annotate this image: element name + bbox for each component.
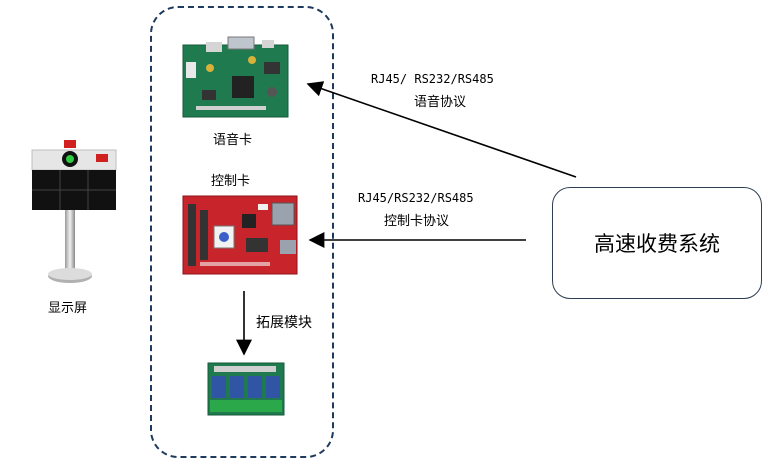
expansion-module-label: 拓展模块	[256, 315, 312, 331]
display-screen-image	[31, 140, 117, 283]
voice-protocol-arrow	[306, 81, 577, 178]
voice-protocol-line1: RJ45/ RS232/RS485	[371, 72, 494, 86]
display-screen-label: 显示屏	[48, 301, 88, 316]
control-card-image	[182, 195, 298, 275]
toll-system-label: 高速收费系统	[594, 232, 720, 256]
voice-protocol-line2: 语音协议	[414, 95, 467, 110]
toll-system-box: 高速收费系统	[552, 187, 762, 299]
voice-card-label: 语音卡	[213, 133, 253, 148]
control-protocol-line2: 控制卡协议	[384, 214, 450, 229]
control-card-label: 控制卡	[211, 174, 251, 189]
expansion-module-image	[207, 362, 285, 416]
control-protocol-line1: RJ45/RS232/RS485	[358, 191, 474, 205]
device-group-container	[150, 6, 334, 458]
voice-card-image	[182, 36, 289, 118]
